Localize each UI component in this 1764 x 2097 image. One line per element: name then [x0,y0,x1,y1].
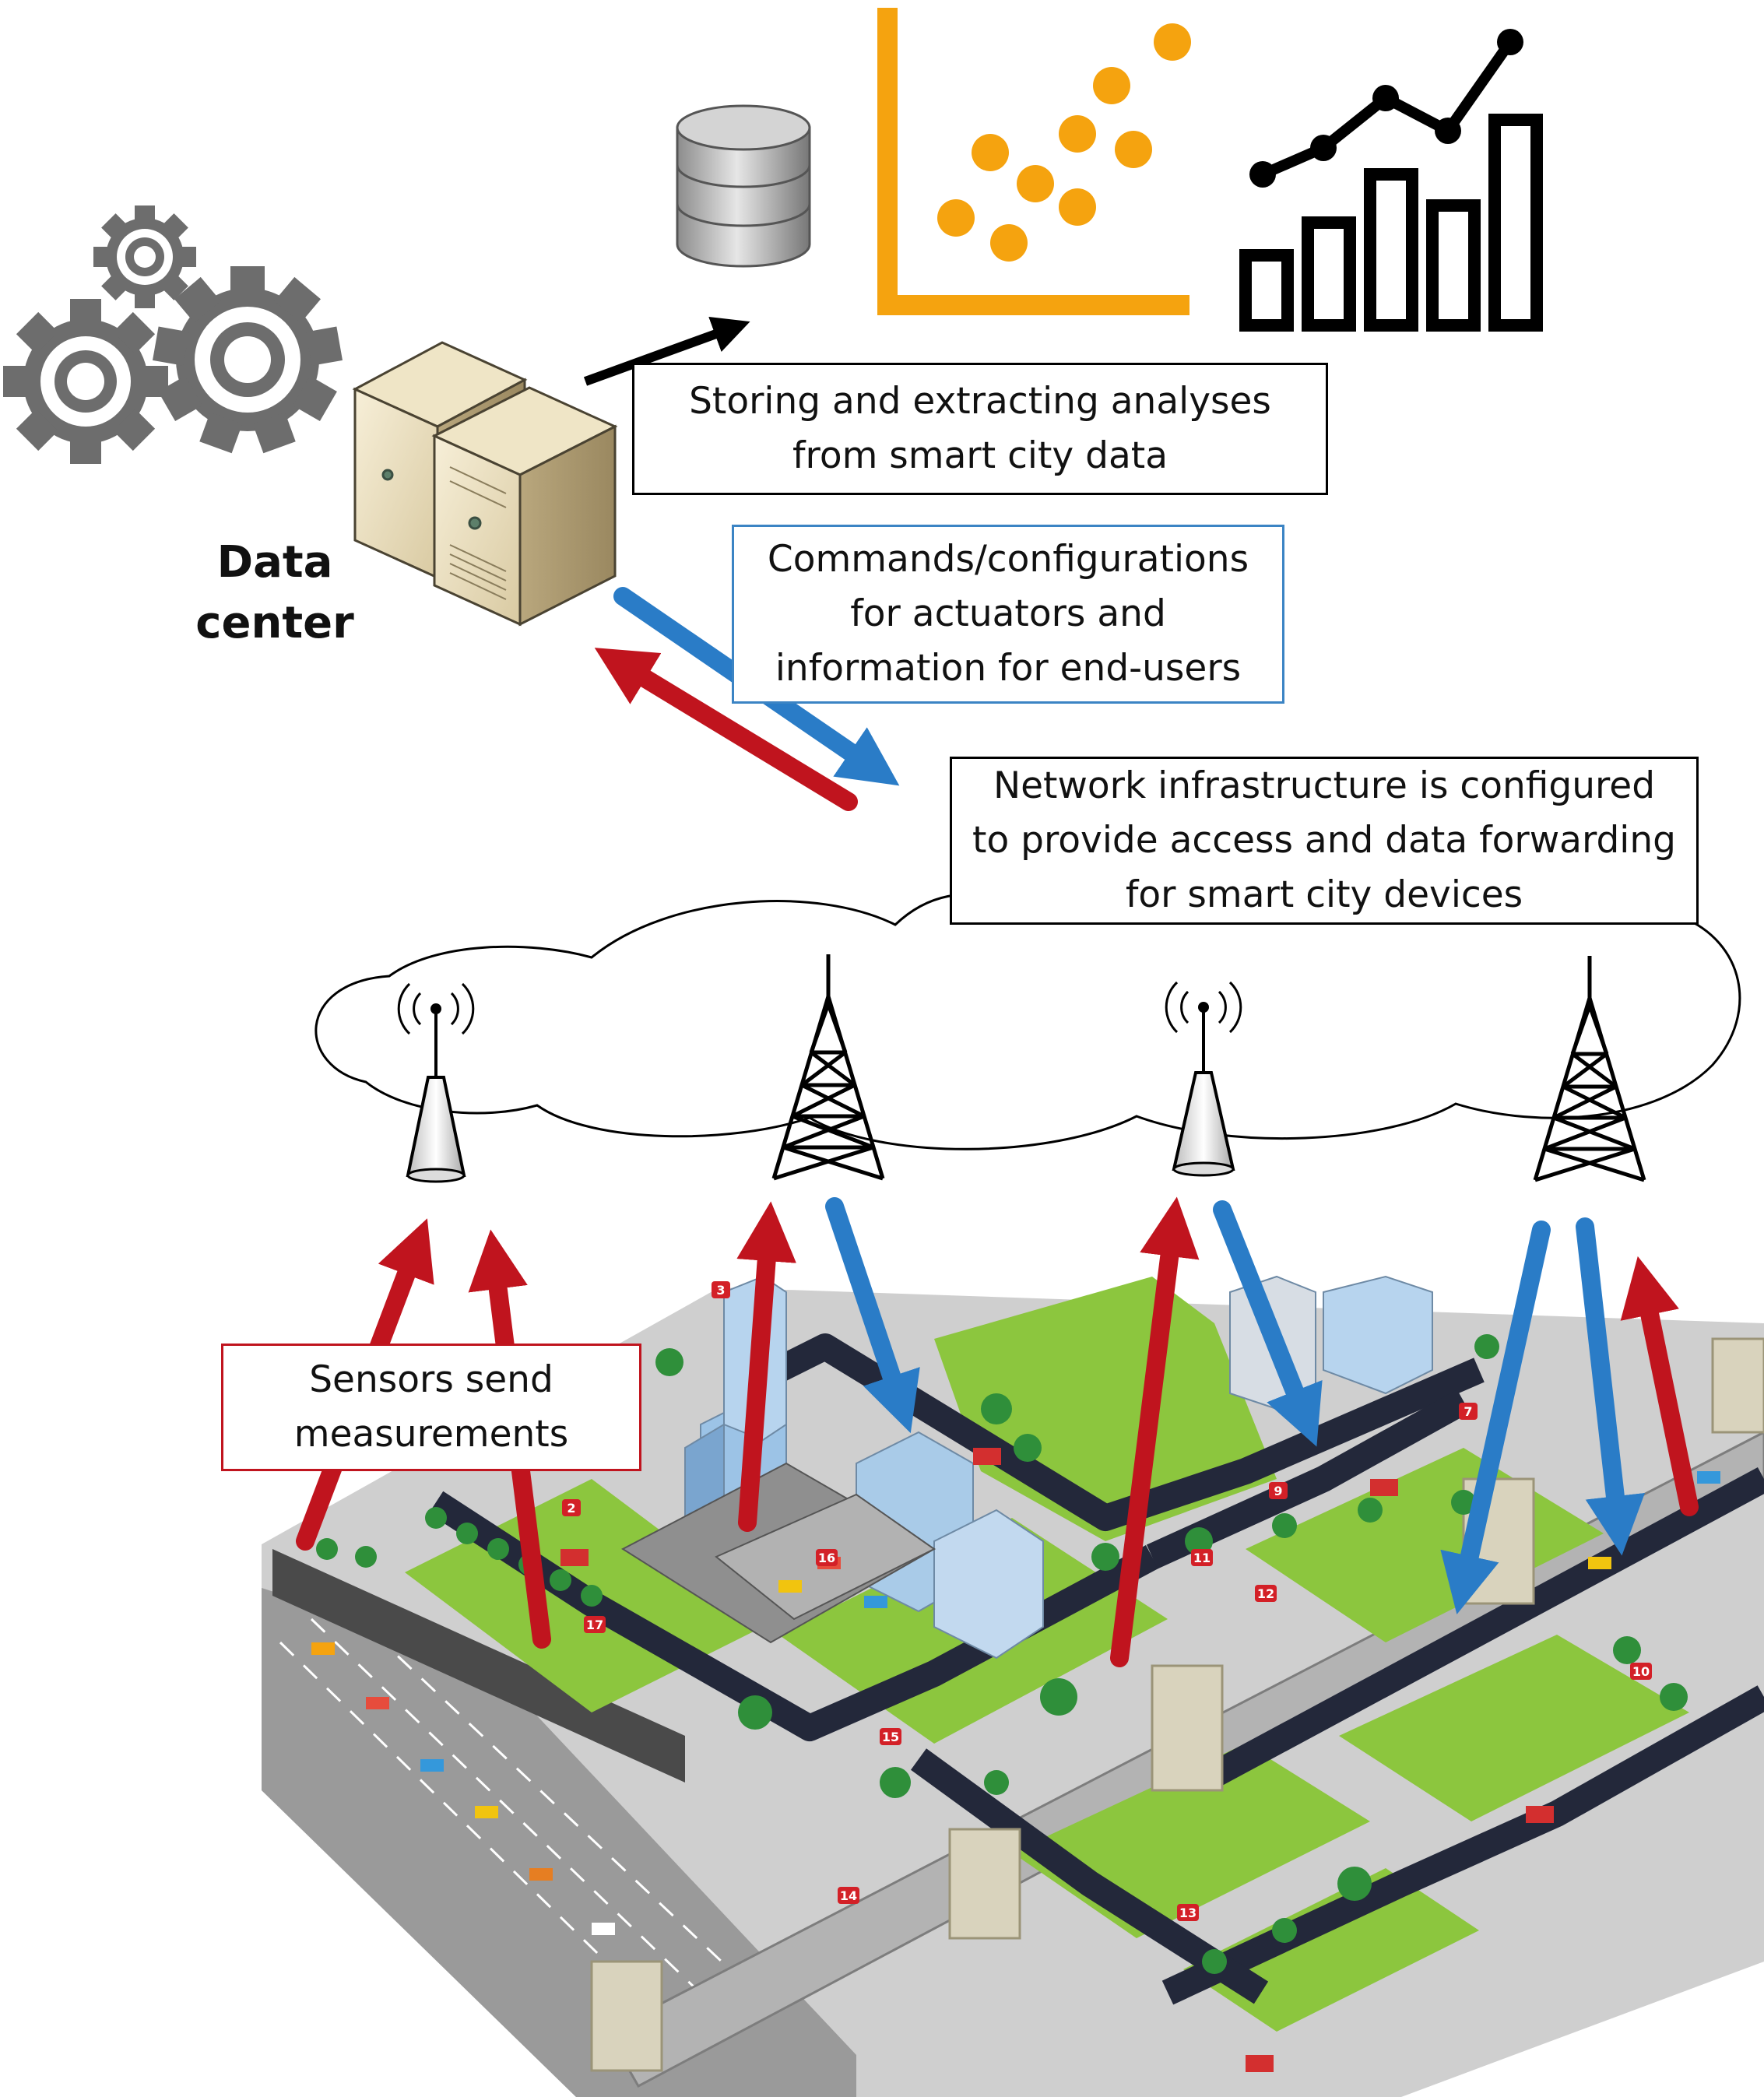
cell-tower-icon [1533,956,1646,1182]
city-marker: 9 [1274,1484,1282,1498]
database-icon [676,104,811,268]
network-line1: Network infrastructure is configured [993,764,1656,807]
commands-line1: Commands/configurations [767,538,1249,581]
network-infrastructure-box: Network infrastructure is configured to … [950,757,1699,925]
sensors-line2: measurements [293,1413,569,1456]
network-line3: for smart city devices [1125,873,1523,916]
uplink-arrow-to-datacenter [594,648,858,811]
commands-line3: information for end-users [775,647,1242,690]
sensors-measurements-box: Sensors send measurements [221,1344,641,1471]
city-marker: 2 [567,1501,575,1516]
city-marker: 11 [1193,1551,1211,1565]
city-marker: 12 [1257,1586,1274,1601]
server-icon [352,341,618,627]
access-point-icon [397,982,475,1183]
storing-line1: Storing and extracting analyses [689,380,1271,423]
city-marker: 10 [1632,1664,1650,1679]
city-marker: 3 [716,1283,725,1298]
storage-arrow [583,316,750,386]
city-marker: 16 [818,1551,835,1565]
actuator-downlink-arrows [825,1197,1646,1615]
network-cloud [314,893,1741,1150]
scatter-chart-icon [877,8,1191,315]
access-point-icon [1165,981,1242,1177]
data-center-label: Data center [170,532,380,654]
network-line2: to provide access and data forwarding [972,819,1676,862]
city-marker: 17 [586,1618,603,1632]
storing-analyses-box: Storing and extracting analyses from sma… [632,363,1328,495]
data-center-label-line1: Data [216,537,333,588]
cell-tower-icon [771,954,885,1181]
data-center-label-line2: center [195,598,354,648]
gears-icon [3,205,343,464]
storing-line2: from smart city data [792,434,1168,477]
commands-configurations-box: Commands/configurations for actuators an… [732,525,1284,704]
city-marker: 14 [840,1888,857,1903]
bar-line-chart-icon [1239,29,1543,332]
city-marker: 7 [1464,1404,1472,1419]
commands-line2: for actuators and [850,592,1166,635]
city-marker: 15 [882,1730,899,1744]
sensors-line1: Sensors send [309,1358,553,1401]
city-marker: 13 [1179,1906,1196,1920]
